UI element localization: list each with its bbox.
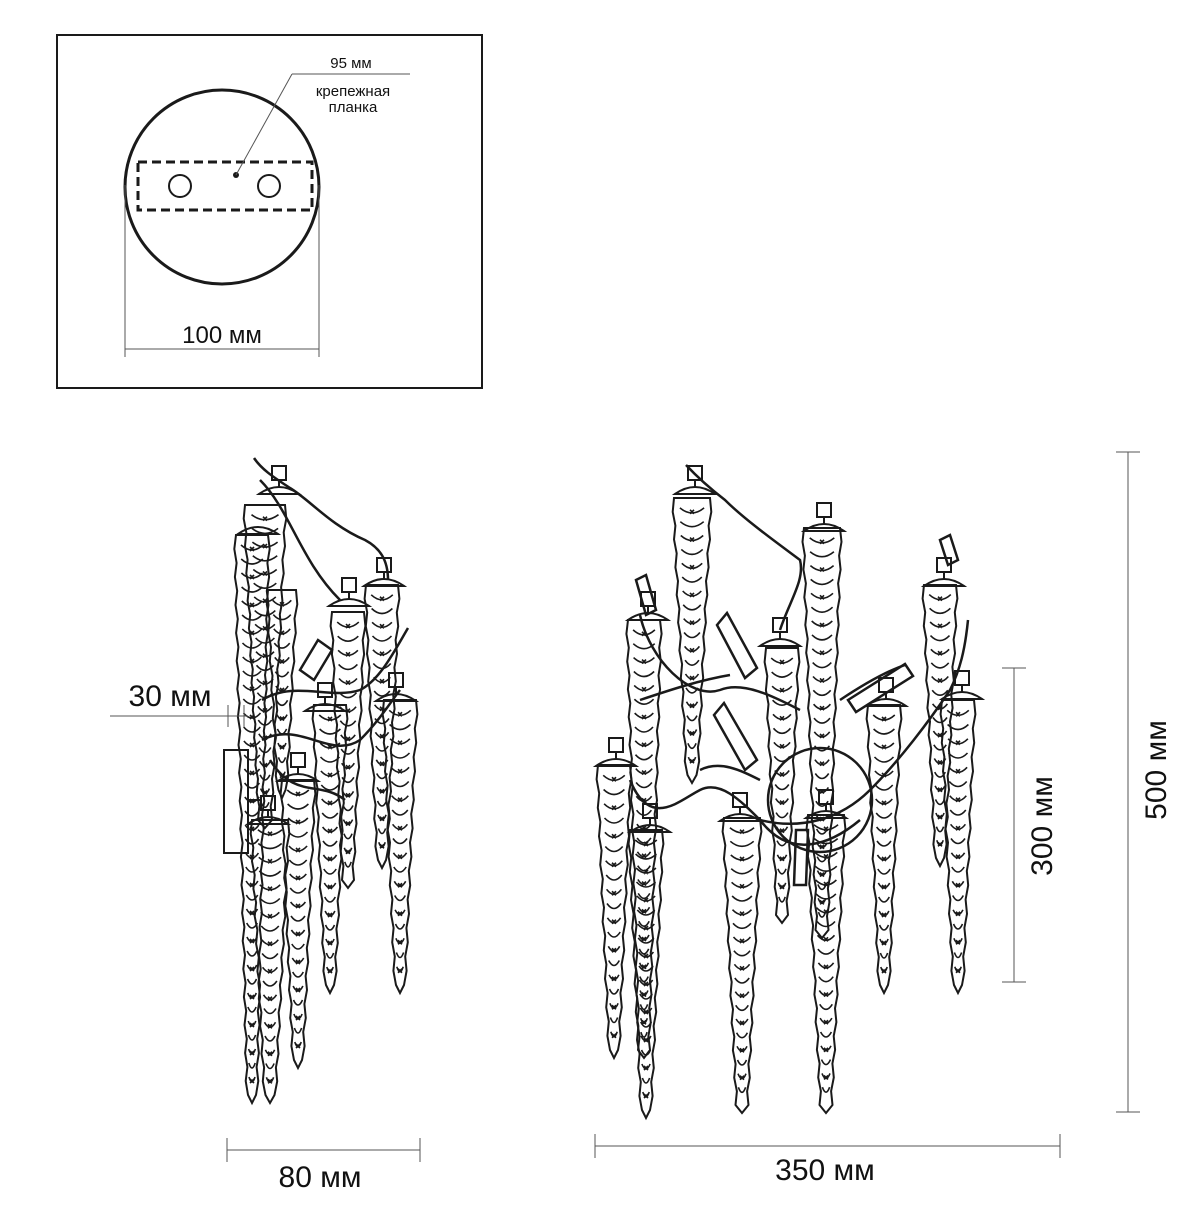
socket-cap [325, 577, 373, 607]
front-socket-caps [592, 465, 986, 833]
plate-diameter-label: 100 мм [182, 322, 262, 349]
crystal-strand [311, 704, 349, 996]
crystal-strand [265, 589, 299, 801]
socket-cap [234, 526, 282, 535]
crystal-strand [763, 647, 801, 925]
crystal-strand [671, 497, 713, 786]
socket-cap [244, 795, 292, 825]
wall-offset-label: 30 мм [129, 680, 212, 713]
socket-cap [938, 670, 986, 700]
wall-plate-side [223, 749, 249, 854]
front-frame-arms [628, 464, 970, 887]
bar-width-label: 95 мм [330, 55, 371, 72]
socket-cap [716, 792, 764, 822]
crystal-strand [627, 829, 665, 1121]
width-label: 350 мм [775, 1154, 875, 1187]
crystal-strand [721, 817, 763, 1115]
side-view: 30 мм 80 мм [110, 457, 421, 1194]
plate-circle [123, 88, 321, 286]
socket-cap [624, 591, 672, 621]
height-label: 500 мм [1140, 720, 1173, 820]
socket-cap [802, 789, 850, 819]
crystal-strand [363, 584, 401, 871]
socket-cap [862, 677, 910, 707]
leader-line [235, 73, 293, 176]
socket-cap [301, 682, 349, 712]
crystal-strand [801, 527, 843, 940]
mounting-bar-outline [136, 160, 314, 212]
front-crystal-strands [595, 497, 977, 1121]
socket-cap [671, 465, 719, 495]
crystal-strand [921, 584, 959, 869]
socket-cap [372, 672, 420, 702]
crystal-strand [249, 819, 291, 1106]
crystal-strand [805, 814, 847, 1115]
socket-cap [255, 465, 303, 495]
bar-name-line2: планка [329, 99, 378, 116]
crystal-strand [865, 704, 903, 996]
front-view: 350 мм 500 мм 300 мм [592, 451, 1173, 1187]
depth-label: 80 мм [279, 1161, 362, 1194]
side-crystal-strands [233, 504, 419, 1106]
socket-cap [800, 502, 848, 532]
socket-cap [920, 557, 968, 587]
crystal-strand [279, 779, 317, 1071]
mounting-plate-detail: 95 мм крепежная планка 100 мм [56, 34, 483, 389]
detail-frame [56, 34, 483, 389]
socket-cap [360, 557, 408, 587]
socket-cap [626, 803, 674, 833]
side-socket-caps [234, 465, 420, 825]
socket-cap [274, 752, 322, 782]
crystal-strand [939, 699, 977, 996]
socket-cap [592, 737, 640, 767]
screw-hole-left [168, 174, 192, 198]
crystal-height-label: 300 мм [1026, 776, 1059, 876]
crystal-strand [595, 764, 633, 1061]
crystal-strand [381, 699, 419, 996]
socket-cap [756, 617, 804, 647]
crystal-strand [329, 611, 367, 890]
screw-hole-right [257, 174, 281, 198]
bar-name-line1: крепежная [316, 83, 390, 100]
